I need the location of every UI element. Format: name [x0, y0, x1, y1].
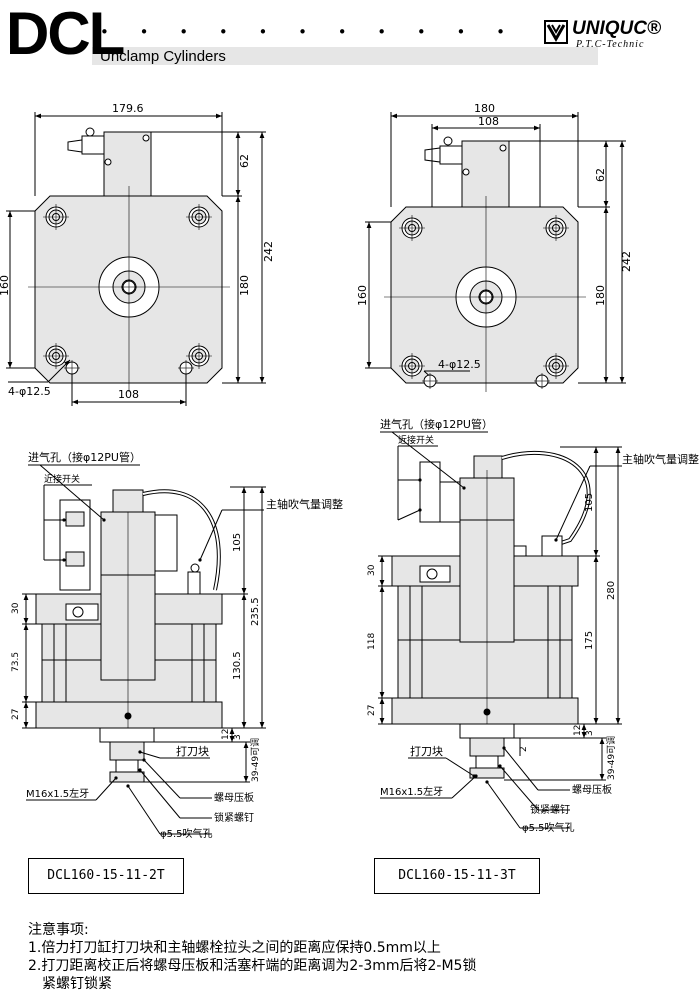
sl-nut-plate: 螺母压板 [214, 791, 254, 804]
tr-hole-note: 4-φ12.5 [438, 358, 481, 371]
tr-dim-height: 242 [620, 251, 633, 272]
sr-dim-3: 3 [585, 730, 595, 736]
sl-lock-screw: 锁紧螺钉 [214, 811, 254, 824]
tl-dim-top: 62 [238, 154, 251, 168]
sl-dim-30: 30 [11, 602, 21, 614]
top-right-plan-view [365, 112, 626, 392]
tl-dim-left: 160 [0, 275, 11, 296]
model-label-2t: DCL160-15-11-2T [28, 858, 184, 894]
sr-air-inlet: 进气孔（接φ12PU管） [380, 417, 493, 431]
sl-dim-27: 27 [11, 709, 21, 720]
sl-dim-12: 12 [221, 729, 231, 740]
brand-logo: UNIQUC® P.T.C-Technic [544, 18, 694, 50]
tl-dim-width: 179.6 [112, 102, 144, 115]
sl-dim-73: 73.5 [11, 652, 21, 672]
sr-proximity-switch: 近接开关 [398, 434, 434, 446]
sr-strike-block: 打刀块 [410, 744, 443, 758]
sl-proximity-switch: 近接开关 [44, 473, 80, 485]
tr-dim-top: 62 [594, 168, 607, 182]
tl-hole-note: 4-φ12.5 [8, 385, 51, 398]
sr-dim-12: 12 [573, 725, 583, 736]
tr-dim-width: 180 [474, 102, 495, 115]
notes-line-2: 2.打刀距离校正后将螺母压板和活塞杆端的距离调为2-3mm后将2-M5锁 [28, 958, 477, 974]
sl-blow-hole: φ5.5吹气孔 [160, 827, 213, 840]
side-right-elevation-view [378, 431, 622, 829]
brand-tagline: P.T.C-Technic [576, 39, 645, 50]
tl-dim-bolt: 108 [118, 388, 139, 401]
sl-dim-105: 105 [232, 533, 243, 552]
header-band [92, 47, 598, 65]
sr-blow-hole: φ5.5吹气孔 [522, 821, 575, 834]
series-code: DCL [6, 0, 125, 67]
tr-dim-left: 160 [356, 285, 369, 306]
sl-dim-3: 3 [233, 734, 243, 740]
notes-line-3: 紧螺钉锁紧 [42, 976, 112, 992]
sl-dim-130: 130.5 [232, 651, 243, 680]
sr-dim-30: 30 [367, 564, 377, 576]
sr-dim-118: 118 [367, 633, 377, 650]
side-left-elevation-view [22, 464, 266, 835]
sl-spindle-air: 主轴吹气量调整 [266, 497, 343, 511]
tl-dim-height: 242 [262, 241, 275, 262]
notes-title: 注意事项: [28, 922, 89, 938]
sr-dim-105: 105 [584, 493, 595, 512]
sl-thread: M16x1.5左牙 [26, 787, 89, 800]
sr-thread: M16x1.5左牙 [380, 785, 443, 798]
sr-spindle-air: 主轴吹气量调整 [622, 452, 699, 466]
sr-lock-screw: 锁紧螺钉 [530, 803, 570, 816]
brand-mark-icon [544, 20, 568, 44]
model-label-3t: DCL160-15-11-3T [374, 858, 540, 894]
notes-section: 注意事项: 1.倍力打刀缸打刀块和主轴螺栓拉头之间的距离应保持0.5mm以上 2… [28, 921, 476, 993]
sl-strike-block: 打刀块 [176, 744, 209, 758]
header-dots: • • • • • • • • • • • [100, 23, 519, 41]
sr-nut-plate: 螺母压板 [572, 783, 612, 796]
dimension-labels: 179.6 62 242 180 160 108 4-φ12.5 180 108… [0, 102, 699, 840]
sr-dim-2: 2 [519, 746, 529, 752]
sl-dim-adj: 39-49可调 [250, 738, 261, 782]
sr-dim-adj: 39-49可调 [606, 736, 617, 780]
top-left-plan-view [6, 112, 266, 406]
sr-dim-175: 175 [584, 631, 595, 650]
brand-name: UNIQUC® [572, 18, 661, 39]
notes-line-1: 1.倍力打刀缸打刀块和主轴螺栓拉头之间的距离应保持0.5mm以上 [28, 940, 441, 956]
sl-air-inlet: 进气孔（接φ12PU管） [28, 450, 141, 464]
tr-dim-inner: 108 [478, 115, 499, 128]
tr-dim-body: 180 [594, 285, 607, 306]
tl-dim-body: 180 [238, 275, 251, 296]
series-subtitle: Unclamp Cylinders [100, 48, 226, 65]
sr-dim-27: 27 [367, 705, 377, 716]
sr-dim-280: 280 [606, 581, 617, 600]
sl-dim-235: 235.5 [250, 597, 261, 626]
